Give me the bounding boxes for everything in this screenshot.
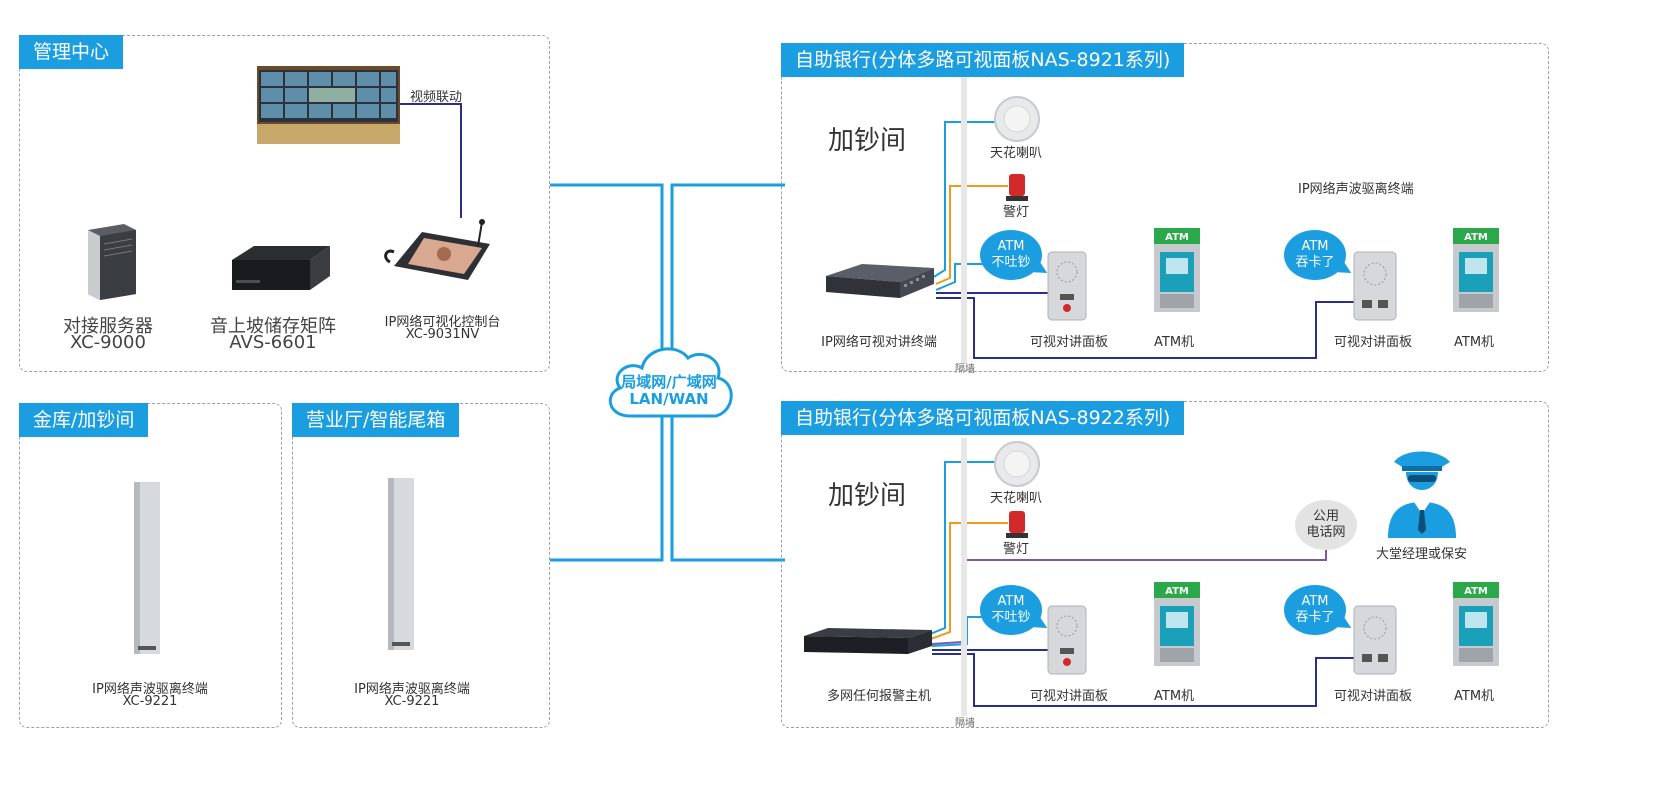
video-link-label: 视频联动	[410, 90, 463, 105]
atm-machine-icon: ATM	[1154, 228, 1200, 312]
server-name: 对接服务器	[63, 316, 153, 337]
column-speaker-icon	[388, 478, 414, 650]
bank2-light-label: 警灯	[1003, 542, 1030, 557]
guard-label: 大堂经理或保安	[1376, 547, 1468, 562]
bank1-bubble1-line2: 不吐钞	[991, 255, 1031, 270]
bank1-terminal-label: IP网络可视对讲终端	[821, 335, 937, 350]
vault-device-name: IP网络声波驱离终端	[92, 682, 208, 697]
storage-array-icon	[232, 246, 330, 290]
intercom-terminal-icon	[826, 264, 934, 298]
column-speaker-icon	[134, 482, 160, 654]
network-label-en: LAN/WAN	[629, 390, 709, 408]
bank2-bubble2: ATM 吞卡了	[1284, 585, 1346, 635]
phone-line1: 公用	[1312, 509, 1339, 524]
vault-device-model: XC-9221	[122, 694, 178, 709]
bank1-atm1-sign: ATM	[1165, 232, 1189, 243]
management-title: 管理中心	[19, 35, 124, 69]
atm-machine-icon: ATM	[1453, 582, 1499, 666]
bank1-panel1-label: 可视对讲面板	[1030, 335, 1109, 350]
bank2-bubble1-line1: ATM	[997, 594, 1025, 609]
intercom-panel-icon	[1047, 605, 1087, 675]
bank2-bubble2-line2: 吞卡了	[1295, 610, 1335, 625]
bank2-atm2-label: ATM机	[1454, 689, 1495, 704]
network-label-zh: 局域网/广域网	[621, 373, 717, 391]
intercom-panel-icon	[1353, 605, 1397, 675]
console-model: XC-9031NV	[405, 327, 480, 342]
server-icon	[88, 224, 136, 300]
bank1-bubble2: ATM 吞卡了	[1284, 230, 1346, 280]
control-console-icon	[384, 219, 490, 280]
video-wall-icon	[257, 66, 400, 144]
bank1-wall-label: 隔墙	[955, 364, 975, 375]
bank1-panel2-label: 可视对讲面板	[1334, 335, 1413, 350]
bank1-room-label: 加钞间	[828, 126, 907, 156]
bank1-speaker-label: 天花喇叭	[990, 146, 1043, 161]
alarm-light-icon	[1006, 174, 1028, 201]
bank2-title: 自助银行(分体多路可视面板NAS-8922系列)	[781, 401, 1185, 435]
intercom-panel-icon	[1353, 251, 1397, 321]
vault-title: 金库/加钞间	[19, 403, 149, 437]
atm-machine-icon: ATM	[1453, 228, 1499, 312]
cloud-icon	[608, 347, 733, 418]
bank1-atm1-label: ATM机	[1154, 335, 1195, 350]
vault-panel: 金库/加钞间	[19, 403, 282, 728]
bank1-light-label: 警灯	[1003, 205, 1030, 220]
bank1-panel: 自助银行(分体多路可视面板NAS-8921系列)	[781, 43, 1549, 372]
storage-model: AVS-6601	[229, 332, 317, 353]
bank2-panel1-label: 可视对讲面板	[1030, 689, 1109, 704]
bank1-bubble1-line1: ATM	[997, 239, 1025, 254]
network-label: 局域网/广域网 LAN/WAN	[608, 374, 730, 408]
bank2-speaker-label: 天花喇叭	[990, 491, 1043, 506]
bank2-atm1-sign: ATM	[1165, 586, 1189, 597]
server-model: XC-9000	[70, 332, 146, 353]
bank2-panel: 自助银行(分体多路可视面板NAS-8922系列)	[781, 401, 1549, 728]
bank1-bubble2-line2: 吞卡了	[1295, 255, 1335, 270]
hall-device-model: XC-9221	[384, 694, 440, 709]
ceiling-speaker-icon	[994, 96, 1040, 142]
hall-device-name: IP网络声波驱离终端	[354, 682, 470, 697]
console-name: IP网络可视化控制台	[384, 315, 501, 330]
bank1-bubble1: ATM 不吐钞	[980, 230, 1042, 280]
hall-panel: 营业厅/智能尾箱	[292, 403, 550, 728]
bank2-panel2-label: 可视对讲面板	[1334, 689, 1413, 704]
bank2-bubble2-line1: ATM	[1301, 594, 1329, 609]
alarm-host-icon	[804, 628, 932, 654]
storage-name: 音上坡储存矩阵	[210, 316, 336, 337]
bank2-bubble1: ATM 不吐钞	[980, 585, 1042, 635]
bank2-atm2-sign: ATM	[1464, 586, 1488, 597]
bank1-sonic-label: IP网络声波驱离终端	[1298, 182, 1414, 197]
intercom-panel-icon	[1047, 251, 1087, 321]
atm-machine-icon: ATM	[1154, 582, 1200, 666]
alarm-light-icon	[1006, 511, 1028, 538]
bank1-title: 自助银行(分体多路可视面板NAS-8921系列)	[781, 43, 1185, 77]
bank1-atm2-sign: ATM	[1464, 232, 1488, 243]
phone-line2: 电话网	[1306, 525, 1346, 540]
bank1-bubble2-line1: ATM	[1301, 239, 1329, 254]
public-phone-network: 公用 电话网	[1295, 500, 1357, 550]
bank2-bubble1-line2: 不吐钞	[991, 610, 1031, 625]
management-panel: 管理中心	[19, 35, 550, 372]
bank1-atm2-label: ATM机	[1454, 335, 1495, 350]
ceiling-speaker-icon	[994, 441, 1040, 487]
bank2-atm1-label: ATM机	[1154, 689, 1195, 704]
bank2-wall-label: 隔墙	[955, 718, 975, 729]
bank2-room-label: 加钞间	[828, 481, 907, 511]
bank2-host-label: 多网任何报警主机	[826, 689, 931, 704]
hall-title: 营业厅/智能尾箱	[292, 403, 460, 437]
guard-icon	[1388, 451, 1456, 538]
